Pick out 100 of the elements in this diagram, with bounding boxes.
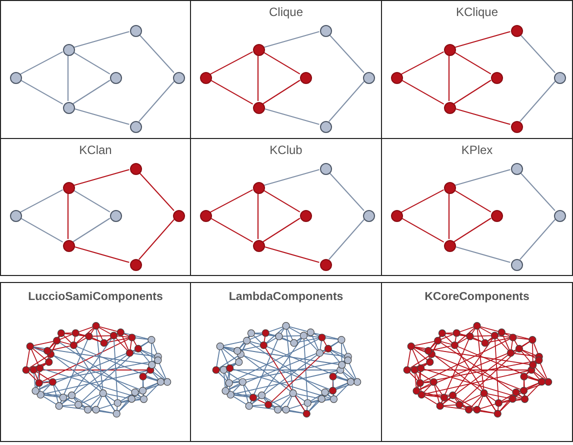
vertex-dot xyxy=(110,210,122,222)
edge-line xyxy=(74,246,130,263)
panel-title: Clique xyxy=(268,5,304,19)
panel-title: LuccioSamiComponents xyxy=(27,291,164,303)
vertex-dot xyxy=(200,210,212,222)
vertex-dot xyxy=(253,44,265,56)
edge-line xyxy=(20,189,63,213)
edge-line xyxy=(264,169,320,186)
panel-title: KClan xyxy=(78,143,113,157)
vertex-dot xyxy=(173,72,185,84)
edge-line xyxy=(257,193,259,239)
vertex-dot xyxy=(173,210,185,222)
vertex-dot xyxy=(253,182,265,194)
edge-line xyxy=(262,190,300,212)
graph-panel xyxy=(0,0,191,139)
vertex-dot xyxy=(511,163,523,175)
vertex-dot xyxy=(300,210,312,222)
edge-line xyxy=(74,169,130,186)
graph-panel xyxy=(0,138,191,276)
edge-line xyxy=(67,193,69,239)
vertex-dot xyxy=(130,25,142,37)
edge-line xyxy=(454,218,492,242)
vertex-dot xyxy=(511,259,523,271)
vertex-dot xyxy=(110,72,122,84)
edge-line xyxy=(210,217,254,243)
vertex-dot xyxy=(130,121,142,133)
edge-line xyxy=(328,34,364,73)
vertex-dot xyxy=(10,72,22,84)
edge-line xyxy=(520,81,556,122)
graph-panel xyxy=(381,0,573,139)
edge-line xyxy=(262,52,300,74)
panel-title: KClique xyxy=(454,5,500,19)
edge-line xyxy=(20,51,63,75)
graph-panel xyxy=(381,138,573,276)
vertex-dot xyxy=(444,240,456,252)
edge-line xyxy=(520,34,556,73)
vertex-dot xyxy=(253,102,265,114)
edge-line xyxy=(138,81,174,122)
edge-line xyxy=(72,80,110,104)
vertex-dot xyxy=(554,72,566,84)
edge-line xyxy=(264,31,320,48)
edge-line xyxy=(328,219,364,260)
edge-line xyxy=(20,217,64,243)
edge-line xyxy=(328,81,364,122)
vertex-dot xyxy=(130,259,142,271)
vertex-dot xyxy=(130,163,142,175)
vertex-dot xyxy=(391,72,403,84)
edge-line xyxy=(72,190,110,212)
vertex-dot xyxy=(491,210,503,222)
vertex-dot xyxy=(200,72,212,84)
vertex-dot xyxy=(63,182,75,194)
vertex-dot xyxy=(320,25,332,37)
edge-line xyxy=(520,219,556,260)
edge-line xyxy=(520,172,556,211)
edge-line xyxy=(264,108,320,125)
edge-line xyxy=(454,169,510,186)
edge-line xyxy=(401,51,444,75)
edge-line xyxy=(454,31,510,48)
edge-line xyxy=(448,193,450,239)
edge-line xyxy=(454,190,492,212)
vertex-dot xyxy=(320,121,332,133)
edge-line xyxy=(454,108,510,125)
vertex-dot xyxy=(363,72,375,84)
vertex-dot xyxy=(444,44,456,56)
edge-line xyxy=(72,218,110,242)
edge-line xyxy=(72,52,110,74)
edge-line xyxy=(448,55,450,101)
edge-line xyxy=(454,80,492,104)
edge-line xyxy=(210,189,253,213)
vertex-dot xyxy=(63,44,75,56)
edge-line xyxy=(210,51,253,75)
panel-title: LambdaComponents xyxy=(228,291,344,303)
panel-title: KCoreComponents xyxy=(424,291,530,303)
vertex-dot xyxy=(10,210,22,222)
vertex-dot xyxy=(300,72,312,84)
edge-line xyxy=(264,246,320,263)
vertex-dot xyxy=(391,210,403,222)
edge-line xyxy=(454,52,492,74)
edge-line xyxy=(400,217,444,243)
edge-line xyxy=(138,219,174,260)
vertex-dot xyxy=(320,259,332,271)
edge-line xyxy=(138,172,174,211)
edge-line xyxy=(401,189,444,213)
vertex-dot xyxy=(511,121,523,133)
vertex-dot xyxy=(444,102,456,114)
edge-line xyxy=(138,34,174,73)
edge-line xyxy=(454,246,510,263)
edge-line xyxy=(74,31,130,48)
edge-line xyxy=(74,108,130,125)
edge-line xyxy=(257,55,259,101)
vertex-dot xyxy=(444,182,456,194)
edge-line xyxy=(400,79,444,105)
vertex-dot xyxy=(511,25,523,37)
vertex-dot xyxy=(63,102,75,114)
vertex-dot xyxy=(554,210,566,222)
vertex-dot xyxy=(320,163,332,175)
vertex-dot xyxy=(63,240,75,252)
edge-line xyxy=(20,79,64,105)
panel-title: KClub xyxy=(268,143,304,157)
vertex-dot xyxy=(253,240,265,252)
